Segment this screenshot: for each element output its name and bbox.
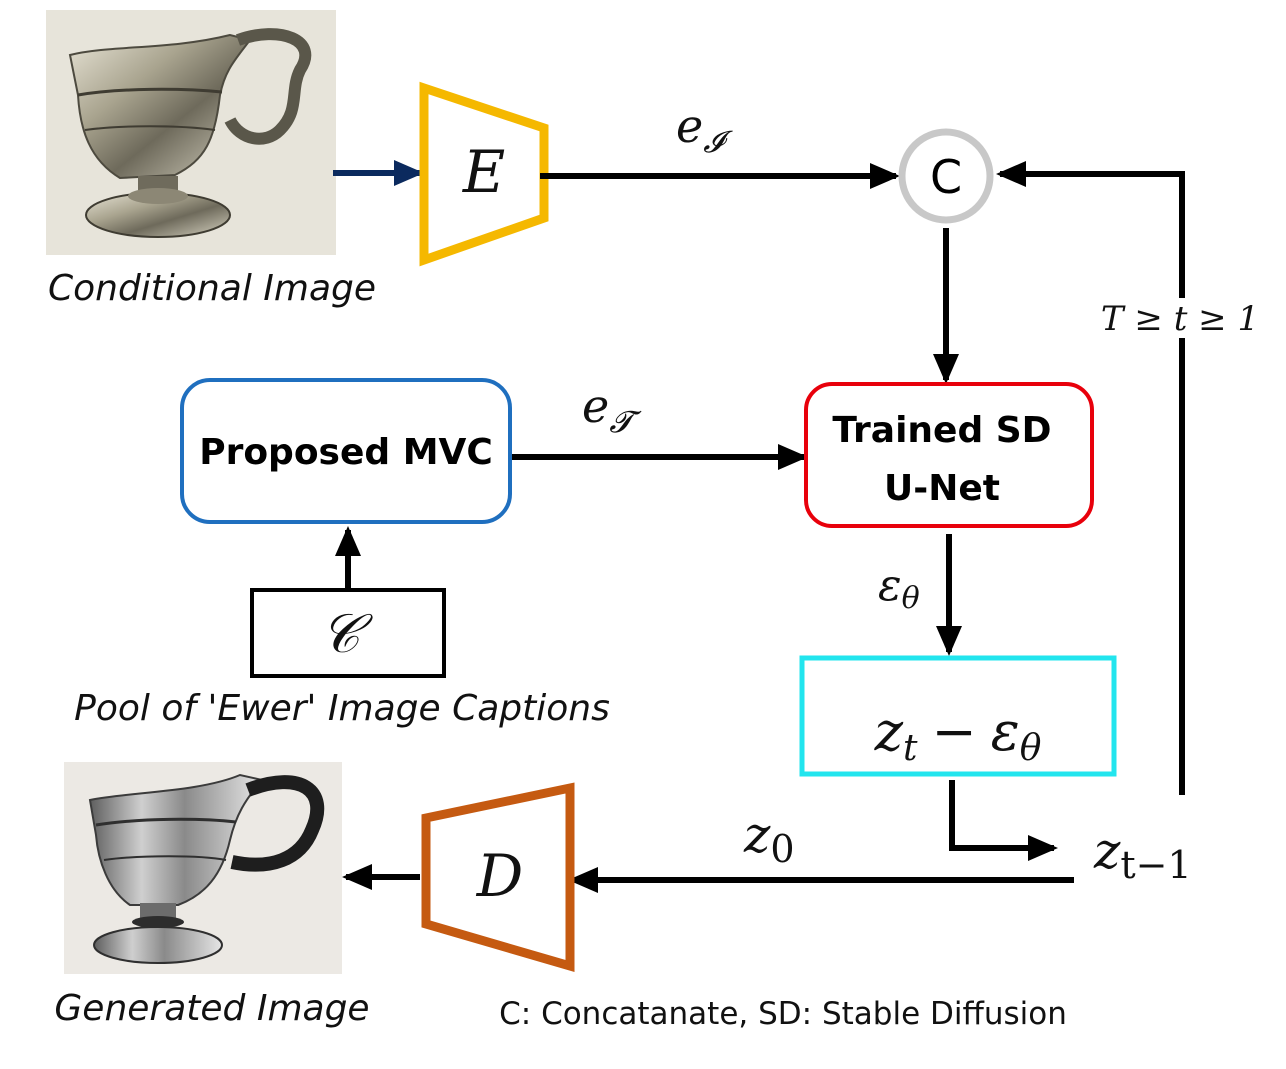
concat-label: C [930, 150, 962, 204]
concat-node: C [898, 128, 994, 224]
generated-image-caption: Generated Image [54, 988, 369, 1029]
eps-theta-label: εθ [878, 560, 920, 616]
decoder-block: D [421, 782, 575, 972]
e-image-label: e𝓘 [676, 99, 733, 160]
unet-label-line2: U-Net [884, 468, 1000, 509]
z-t-minus-1-label: zt−1 [1093, 822, 1192, 887]
legend-text: C: Concatanate, SD: Stable Diffusion [499, 996, 1067, 1032]
unet-block: Trained SD U-Net [804, 382, 1094, 528]
feedback-loop-line [996, 161, 1185, 795]
encoder-label: E [462, 138, 505, 206]
mvc-block: Proposed MVC [180, 378, 512, 524]
mvc-label: Proposed MVC [199, 432, 493, 473]
unet-label-line1: Trained SD [832, 410, 1051, 451]
e-text-label: e𝓣 [582, 379, 642, 440]
conditional-image [46, 10, 336, 255]
timestep-range-label: T ≥ t ≥ 1 [1101, 299, 1259, 339]
caption-pool-caption: Pool of 'Ewer' Image Captions [74, 688, 610, 729]
conditional-image-caption: Conditional Image [48, 268, 376, 309]
generated-image [64, 762, 342, 974]
encoder-block: E [419, 81, 549, 267]
latent-update-block: zt−εθ [799, 655, 1117, 777]
decoder-label: D [476, 842, 524, 910]
latent-update-label: zt−εθ [874, 700, 1042, 769]
latent-to-zt1-arrow [949, 780, 1058, 861]
caption-pool-block: 𝒞 [250, 588, 446, 678]
z0-label: z0 [743, 806, 795, 871]
